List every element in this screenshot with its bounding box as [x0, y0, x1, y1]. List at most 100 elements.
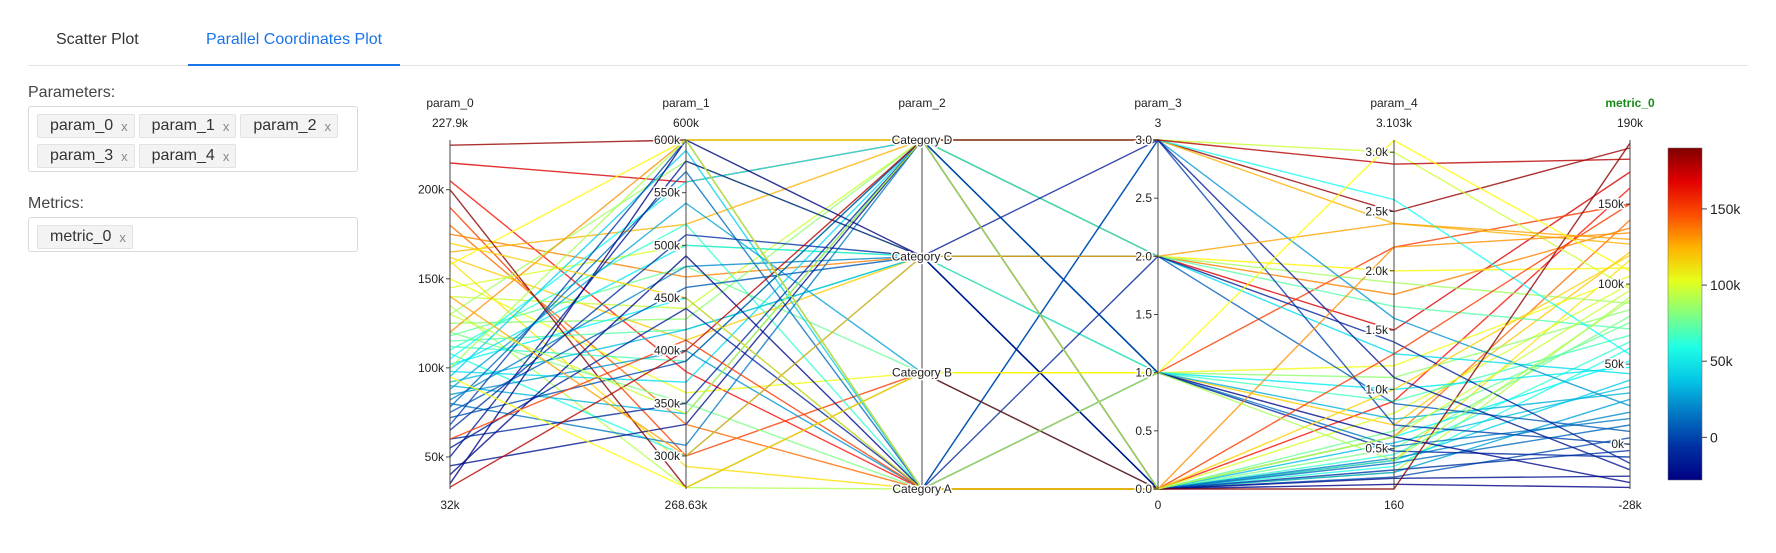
tab-scatter-plot[interactable]: Scatter Plot: [56, 31, 139, 48]
data-line: [449, 139, 1631, 213]
axis-bottom-label: 160: [1384, 498, 1404, 512]
axis-top-label: 600k: [673, 116, 700, 130]
tick-label: 2.5k: [1365, 205, 1389, 219]
tab-parallel-coordinates-plot[interactable]: Parallel Coordinates Plot: [188, 0, 401, 66]
tick-label: 2.0k: [1365, 264, 1389, 278]
colorbar-tick-label: 0: [1710, 429, 1718, 445]
tick-label: Category B: [892, 366, 952, 380]
parameter-chip-param-0: param_0 x: [37, 114, 135, 138]
axis-top-label: 227.9k: [432, 116, 469, 130]
axis-param-0: param_0 227.9k 32k 50k 100k 150k 200k: [416, 96, 474, 512]
tick-label: 450k: [654, 291, 681, 305]
tick-label: Category A: [892, 482, 951, 496]
axis-title: param_0: [426, 96, 474, 110]
tick-label: 2.0: [1135, 249, 1152, 263]
data-line: [449, 139, 1631, 379]
remove-chip-icon[interactable]: x: [121, 148, 128, 164]
chip-label: param_2: [253, 117, 317, 134]
tab-bar: Scatter Plot Parallel Coordinates Plot: [28, 0, 1748, 66]
tick-label: 0.0: [1135, 482, 1152, 496]
tick-label: 100k: [418, 361, 445, 375]
chip-label: param_4: [151, 147, 215, 164]
axis-top-label: 3: [1155, 116, 1162, 130]
data-line: [449, 139, 1631, 489]
axis-title: metric_0: [1605, 96, 1655, 110]
colorbar-tick-label: 50k: [1710, 353, 1734, 369]
data-line: [449, 222, 1631, 457]
axis-top-label: 190k: [1617, 116, 1644, 130]
tick-label: 600k: [654, 133, 681, 147]
parameter-chip-param-2: param_2 x: [240, 114, 338, 138]
remove-chip-icon[interactable]: x: [324, 118, 331, 134]
data-line: [449, 138, 1631, 420]
chip-label: metric_0: [50, 228, 112, 245]
colorbar: 0 50k 100k 150k: [1667, 147, 1741, 481]
axis-param-4: param_4 3.103k 160 0.5k 1.0k 1.5k 2.0k 2.5k 3.0k: [1364, 96, 1418, 512]
tick-label: 150k: [1598, 197, 1625, 211]
tick-label: 50k: [425, 450, 445, 464]
chip-label: param_0: [50, 117, 114, 134]
remove-chip-icon[interactable]: x: [222, 118, 230, 134]
tick-label: 3.0k: [1365, 145, 1389, 159]
tick-label: 0.5k: [1365, 442, 1389, 456]
tick-label: 1.5: [1135, 308, 1152, 322]
data-line: [449, 138, 1631, 490]
data-lines: [449, 138, 1631, 491]
parameters-label: Parameters:: [28, 84, 116, 101]
tick-label: Category D: [892, 133, 953, 147]
axis-top-label: 3.103k: [1376, 116, 1413, 130]
axis-title: param_4: [1370, 96, 1418, 110]
chip-label: param_1: [151, 117, 215, 134]
data-line: [449, 139, 1631, 272]
data-line: [449, 138, 1631, 490]
chip-label: param_3: [50, 147, 114, 164]
axis-bottom-label: 32k: [440, 498, 460, 512]
metrics-label: Metrics:: [28, 195, 84, 212]
axis-param-1: param_1 600k 268.63k 300k 350k 400k 450k 500k 55…: [652, 96, 710, 512]
tick-label: 0k: [1611, 437, 1625, 451]
tick-label: 2.5: [1135, 191, 1152, 205]
tick-label: 300k: [654, 449, 681, 463]
parameter-chip-param-4: param_4 x: [138, 144, 237, 168]
tick-label: 400k: [654, 344, 681, 358]
remove-chip-icon[interactable]: x: [222, 148, 230, 164]
axis-metric-0: metric_0 190k -28k 0k 50k 100k 150k: [1596, 96, 1655, 512]
tick-label: 150k: [418, 272, 445, 286]
parameter-chip-param-3: param_3 x: [37, 144, 135, 168]
axis-title: param_1: [662, 96, 710, 110]
parameter-chip-param-1: param_1 x: [138, 114, 237, 138]
tick-label: 0.5: [1135, 424, 1152, 438]
tick-label: 350k: [654, 396, 681, 410]
tick-label: 550k: [654, 186, 681, 200]
tick-label: 1.0k: [1365, 382, 1389, 396]
axis-bottom-label: 268.63k: [665, 498, 709, 512]
axis-title: param_3: [1134, 96, 1182, 110]
tick-label: 50k: [1605, 357, 1625, 371]
data-line: [449, 255, 1631, 342]
data-line: [449, 139, 1631, 383]
metric-chip-metric-0: metric_0 x: [37, 225, 133, 249]
tick-label: 200k: [418, 183, 445, 197]
colorbar-tick-label: 150k: [1710, 201, 1741, 217]
data-line: [449, 139, 1631, 471]
colorbar-tick-label: 100k: [1710, 277, 1741, 293]
tick-label: 1.0: [1135, 366, 1152, 380]
axis-param-3: param_3 3 00.0 0.5 1.0 1.5 2.0 2.5 3.0: [1134, 96, 1182, 512]
remove-chip-icon[interactable]: x: [119, 229, 126, 245]
tick-label: 100k: [1598, 277, 1625, 291]
tick-label: 1.5k: [1365, 323, 1389, 337]
data-line: [449, 242, 1631, 490]
axis-title: param_2: [898, 96, 946, 110]
axis-bottom-label: -28k: [1618, 498, 1642, 512]
tick-label: Category C: [892, 249, 953, 263]
data-line: [449, 139, 1631, 488]
colorbar-gradient: [1667, 147, 1703, 481]
axis-bottom-label: 0: [1155, 498, 1162, 512]
remove-chip-icon[interactable]: x: [121, 118, 128, 134]
tick-label: 3.0: [1135, 133, 1152, 147]
metrics-select[interactable]: metric_0 x: [28, 217, 358, 252]
tick-label: 500k: [654, 238, 681, 252]
